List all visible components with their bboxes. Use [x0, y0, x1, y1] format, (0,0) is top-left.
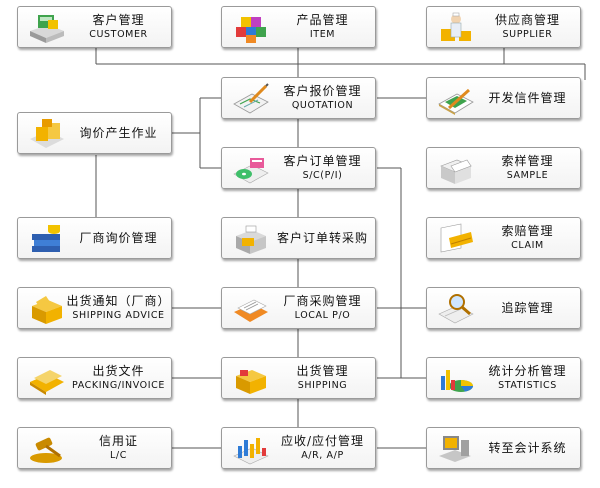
node-title: 追踪管理	[501, 300, 554, 315]
node-subtitle: A/R, A/P	[301, 450, 344, 461]
tracking-magnifier-icon	[438, 294, 474, 324]
local-po-folder-icon	[234, 299, 268, 322]
letter-of-credit-node[interactable]: 信用证 L/C	[17, 427, 172, 469]
accounting-computer-icon	[439, 436, 471, 462]
shipping-crate-icon	[236, 370, 266, 394]
node-subtitle: PACKING/INVOICE	[72, 380, 165, 391]
shipping-node[interactable]: 出货管理 SHIPPING	[221, 357, 376, 399]
accounting-transfer-node[interactable]: 转至会计系统	[426, 427, 581, 469]
node-subtitle: QUOTATION	[291, 100, 354, 111]
order-to-purchase-drawer-icon	[236, 225, 266, 254]
node-title: 出货通知（厂商）	[66, 294, 171, 308]
tracking-node[interactable]: 追踪管理	[426, 287, 581, 329]
shipping-advice-box-icon	[32, 296, 62, 324]
node-title: 应收/应付管理	[280, 434, 365, 448]
claim-node[interactable]: 索赔管理 CLAIM	[426, 217, 581, 259]
node-title: 厂商询价管理	[79, 230, 158, 245]
quotation-pen-icon	[233, 83, 269, 114]
node-subtitle: S/C(P/I)	[302, 170, 343, 181]
packing-folder-icon	[30, 370, 64, 395]
node-title: 索赔管理	[501, 224, 554, 238]
node-title: 客户订单转采购	[276, 230, 368, 245]
node-title: 厂商采购管理	[283, 294, 362, 308]
node-title: 开发信件管理	[488, 90, 567, 105]
statistics-node[interactable]: 统计分析管理 STATISTICS	[426, 357, 581, 399]
vendor-inquiry-books-icon	[32, 225, 60, 252]
node-title: 出货管理	[296, 364, 349, 378]
claim-card-icon	[440, 223, 473, 253]
customer-cards-icon	[30, 15, 64, 43]
customer-node[interactable]: 客户管理 CUSTOMER	[17, 6, 172, 48]
develop-notebook-icon	[438, 88, 474, 115]
item-node[interactable]: 产品管理 ITEM	[221, 6, 376, 48]
inquiry-generation-node[interactable]: 询价产生作业	[17, 112, 172, 154]
node-subtitle: ITEM	[309, 29, 336, 40]
node-title: 产品管理	[296, 13, 349, 27]
node-title: 统计分析管理	[488, 364, 567, 378]
supplier-node[interactable]: 供应商管理 SUPPLIER	[426, 6, 581, 48]
local-po-node[interactable]: 厂商采购管理 LOCAL P/O	[221, 287, 376, 329]
node-subtitle: CLAIM	[511, 240, 544, 251]
item-blocks-icon	[236, 17, 266, 43]
node-title: 客户订单管理	[283, 154, 362, 168]
node-subtitle: L/C	[110, 450, 127, 461]
node-subtitle: SHIPPING ADVICE	[72, 310, 165, 321]
node-title: 客户报价管理	[283, 84, 362, 98]
shipping-advice-node[interactable]: 出货通知（厂商） SHIPPING ADVICE	[17, 287, 172, 329]
node-subtitle: SHIPPING	[297, 380, 348, 391]
quotation-node[interactable]: 客户报价管理 QUOTATION	[221, 77, 376, 119]
sample-node[interactable]: 索样管理 SAMPLE	[426, 147, 581, 189]
sales-contract-disc-icon	[233, 158, 269, 184]
statistics-chart-icon	[441, 370, 473, 392]
inquiry-boxes-icon	[30, 119, 64, 148]
vendor-inquiry-node[interactable]: 厂商询价管理	[17, 217, 172, 259]
letter-of-credit-gavel-icon	[30, 437, 62, 463]
supplier-worker-icon	[441, 12, 471, 41]
node-title: 索样管理	[501, 154, 554, 168]
develop-letters-node[interactable]: 开发信件管理	[426, 77, 581, 119]
node-title: 客户管理	[92, 13, 145, 27]
node-subtitle: CUSTOMER	[89, 29, 148, 40]
node-subtitle: SUPPLIER	[502, 29, 553, 40]
node-subtitle: LOCAL P/O	[294, 310, 351, 321]
ar-ap-node[interactable]: 应收/应付管理 A/R, A/P	[221, 427, 376, 469]
node-title: 出货文件	[92, 364, 145, 378]
sales-contract-node[interactable]: 客户订单管理 S/C(P/I)	[221, 147, 376, 189]
node-subtitle: STATISTICS	[498, 380, 557, 391]
node-subtitle: SAMPLE	[506, 170, 549, 181]
sample-box-icon	[440, 159, 472, 184]
node-title: 信用证	[98, 434, 138, 448]
node-title: 询价产生作业	[79, 125, 158, 140]
node-title: 供应商管理	[494, 13, 560, 27]
order-to-purchase-node[interactable]: 客户订单转采购	[221, 217, 376, 259]
ar-ap-bars-icon	[233, 438, 269, 465]
node-title: 转至会计系统	[488, 440, 567, 455]
packing-invoice-node[interactable]: 出货文件 PACKING/INVOICE	[17, 357, 172, 399]
